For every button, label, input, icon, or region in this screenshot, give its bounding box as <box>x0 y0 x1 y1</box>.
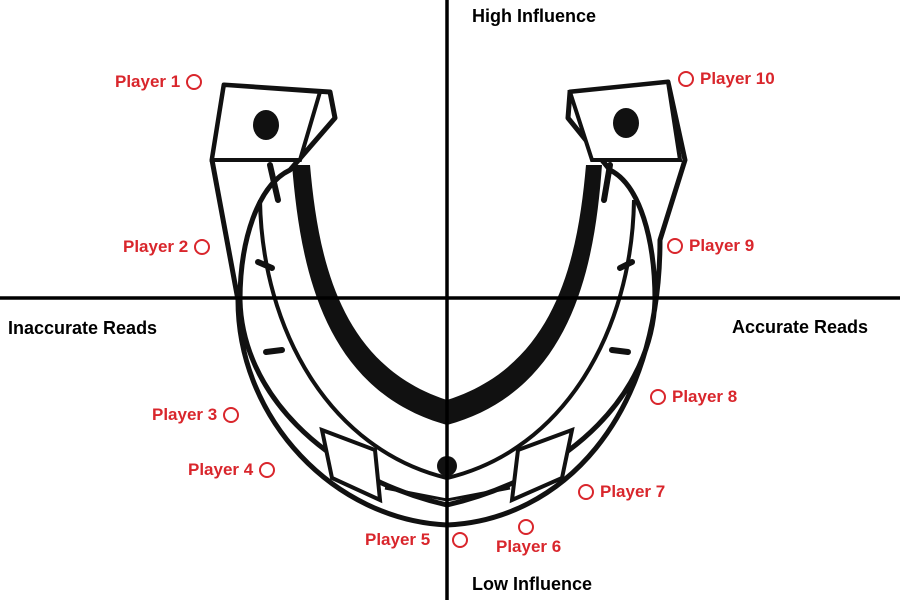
circle-marker-icon <box>186 74 203 90</box>
circle-marker-icon <box>223 407 240 423</box>
player-8[interactable]: Player 8 <box>650 387 737 407</box>
circle-marker-icon <box>578 484 594 500</box>
player-9[interactable]: Player 9 <box>667 236 754 256</box>
axis-label-accurate-reads: Accurate Reads <box>732 317 869 337</box>
circle-marker-icon <box>259 462 276 478</box>
circle-marker-icon <box>678 71 694 87</box>
player-label: Player 1 <box>115 72 181 91</box>
axis-label-inaccurate-reads: Inaccurate Reads <box>8 318 158 338</box>
player-6[interactable]: Player 6 <box>496 519 561 557</box>
axis-label-high-influence: High Influence <box>472 6 597 26</box>
horseshoe-icon <box>209 79 688 528</box>
player-label: Player 4 <box>188 460 254 479</box>
player-label: Player 8 <box>672 387 738 406</box>
circle-marker-icon <box>667 238 683 254</box>
player-label: Player 5 <box>365 530 431 549</box>
player-label: Player 6 <box>496 537 562 556</box>
player-3[interactable]: Player 3 <box>152 405 240 425</box>
player-label: Player 9 <box>689 236 755 255</box>
player-4[interactable]: Player 4 <box>188 460 276 480</box>
player-2[interactable]: Player 2 <box>123 237 211 257</box>
player-label: Player 2 <box>123 237 189 256</box>
player-1[interactable]: Player 1 <box>115 72 203 92</box>
player-7[interactable]: Player 7 <box>578 482 665 502</box>
player-5[interactable]: Player 5 <box>365 530 469 550</box>
axis-label-low-influence: Low Influence <box>472 574 593 594</box>
circle-marker-icon <box>194 239 211 255</box>
circle-marker-icon <box>650 389 666 405</box>
circle-marker-icon <box>518 519 534 535</box>
player-label: Player 10 <box>700 69 775 88</box>
player-label: Player 7 <box>600 482 666 501</box>
player-label: Player 3 <box>152 405 218 424</box>
circle-marker-icon <box>452 532 469 548</box>
player-10[interactable]: Player 10 <box>678 69 775 89</box>
